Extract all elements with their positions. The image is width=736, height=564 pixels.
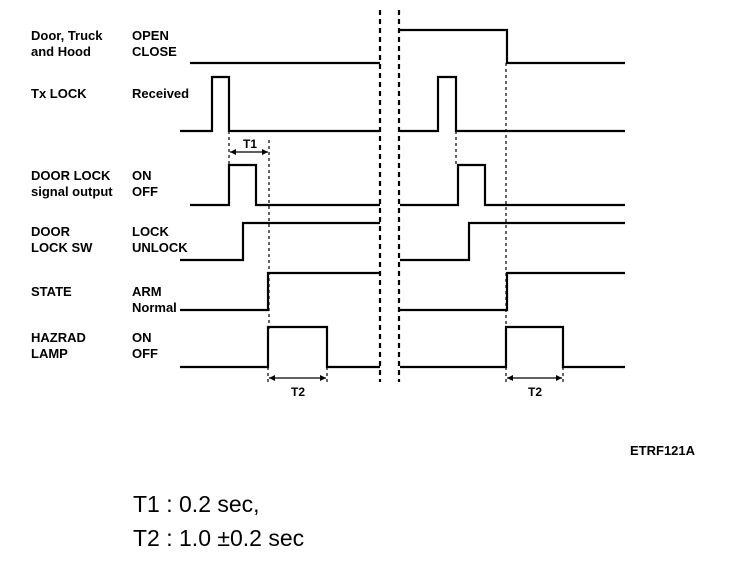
signal-state-line: ON — [132, 168, 152, 183]
figure-code: ETRF121A — [630, 443, 696, 458]
t2-dimension: T2 — [269, 375, 326, 399]
signal-name-line: and Hood — [31, 44, 91, 59]
signal-state-line: UNLOCK — [132, 240, 188, 255]
signal-name-line: LAMP — [31, 346, 68, 361]
door-lock-signal-waveform — [190, 163, 625, 207]
t2-label: T2 — [291, 385, 305, 399]
timing-notes: T1 : 0.2 sec, T2 : 1.0 ±0.2 sec — [133, 487, 304, 555]
signal-name-line: DOOR LOCK — [31, 168, 111, 183]
signal-name-line: LOCK SW — [31, 240, 93, 255]
signal-state-line: Received — [132, 86, 189, 101]
waveforms — [180, 28, 625, 369]
door-lock-sw-waveform — [180, 221, 625, 262]
signal-state-line: ON — [132, 330, 152, 345]
signal-state-line: LOCK — [132, 224, 169, 239]
t1-label: T1 — [243, 137, 257, 151]
signal-state-line: OFF — [132, 346, 158, 361]
timing-guides — [228, 63, 564, 384]
signal-name-line: Door, Truck — [31, 28, 103, 43]
signal-state-line: OPEN — [132, 28, 169, 43]
signal-name-line: signal output — [31, 184, 113, 199]
door-truck-hood-waveform — [190, 28, 625, 65]
t2-dimension-second: T2 — [507, 375, 562, 399]
signal-state-line: ARM — [132, 284, 162, 299]
signal-name-line: Tx LOCK — [31, 86, 87, 101]
signal-state-line: CLOSE — [132, 44, 177, 59]
t1-dimension: T1 — [230, 137, 268, 155]
state-waveform — [180, 271, 625, 312]
hazard-lamp-waveform — [180, 325, 625, 369]
note-t1: T1 : 0.2 sec, — [133, 491, 260, 517]
note-t2: T2 : 1.0 ±0.2 sec — [133, 525, 305, 551]
signal-name-line: DOOR — [31, 224, 71, 239]
signal-state-line: OFF — [132, 184, 158, 199]
t2-label-second: T2 — [528, 385, 542, 399]
tx-lock-waveform — [180, 75, 625, 133]
signal-state-line: Normal — [132, 300, 177, 315]
time-break-markers — [378, 10, 401, 382]
signal-name-line: STATE — [31, 284, 72, 299]
signal-name-line: HAZRAD — [31, 330, 86, 345]
